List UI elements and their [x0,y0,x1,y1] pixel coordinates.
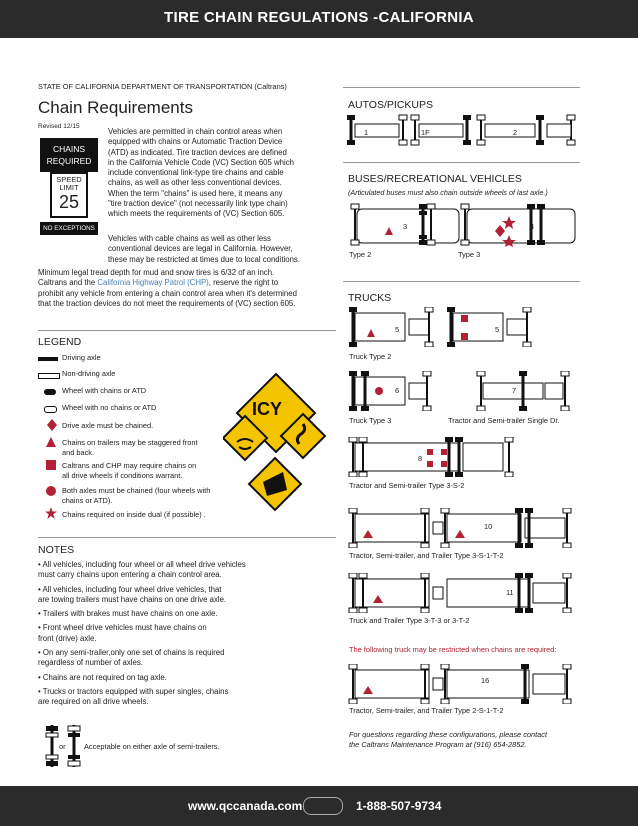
legend-caltrans-chp: Caltrans and CHP may require chains on a… [62,461,197,480]
auto-1f [410,114,471,146]
notes-title: NOTES [38,544,75,556]
truck-number: 7 [512,386,517,395]
circle-icon [46,486,56,496]
legend-wheel-no-chains: Wheel with no chains or ATD [62,403,157,412]
intro-paragraph: Vehicles are permitted in chain control … [108,127,294,219]
truck-trailer-3t3-diagram [348,573,572,613]
wheel-chains-swatch [44,389,56,395]
truck-type-2-diagram [349,307,532,347]
grade-sign-text: 7% [268,488,277,494]
driving-axle-swatch [38,357,58,361]
legend-non-driving-axle: Non-driving axle [62,369,116,378]
semi-trailer-axle-diagram [45,725,81,767]
truck-label: Tractor, Semi-trailer, and Trailer Type … [349,551,504,560]
chp-link[interactable]: California Highway Patrol (CHP) [97,278,209,288]
tractor-3s2-diagram [348,437,514,477]
bus-label: Type 2 [349,250,372,259]
notes-list: • All vehicles, including four wheel or … [38,560,338,708]
tread-depth-paragraph: Minimum legal tread depth for mud and sn… [38,268,297,308]
section-title: Chain Requirements [38,98,193,117]
bus-type-3 [460,203,576,247]
icy-sign-text: ICY [252,399,283,419]
website-link[interactable]: www.qccanada.com [188,799,303,813]
diamond-icon [47,419,57,431]
note-item: • Chains are not required on tag axle. [38,672,167,682]
bus-number: 4 [530,222,535,231]
speed-limit-sign: SPEED LIMIT 25 [50,172,88,218]
truck-label: Tractor and Semi-trailer Type 3-S-2 [349,481,465,490]
buses-diagram [350,203,576,247]
note-item: • All vehicles, including four wheel or … [38,560,246,580]
truck-number: 5 [395,325,400,334]
truck-label: Truck Type 2 [349,352,392,361]
truck-number: 11 [506,588,514,597]
wheel-no-chains-swatch [44,406,57,413]
autos-title: AUTOS/PICKUPS [348,99,433,111]
contact-note: For questions regarding these configurat… [349,730,548,749]
bus-label: Type 3 [458,250,481,259]
auto-1 [347,114,408,146]
acceptable-note: Acceptable on either axle of semi-traile… [84,742,220,751]
agency-line: STATE OF CALIFORNIA DEPARTMENT OF TRANSP… [38,82,287,91]
divider [38,537,336,538]
auto-number: 1 [364,128,369,137]
legend-staggered: Chains on trailers may be staggered fron… [62,438,198,457]
autos-diagram [347,114,576,146]
truck-label: Truck and Trailer Type 3-T-3 or 3-T-2 [349,616,470,625]
note-item: • Trucks or tractors equipped with super… [38,686,229,707]
revised-date: Revised 12/15 [38,123,80,130]
tractor-2s1t2-diagram [348,664,572,704]
note-item: • All vehicles, including four wheel dri… [38,584,227,604]
legend-drive-axle-chained: Drive axle must be chained. [62,421,154,430]
note-item: • Trailers with brakes must have chains … [38,609,218,619]
truck-type-3-diagram [349,371,570,411]
note-item: • Front wheel drive vehicles must have c… [38,623,207,643]
trucks-title: TRUCKS [348,292,392,304]
tractor-3s1t2-diagram [348,508,572,548]
footer-divider-pill [303,797,343,815]
truck-number: 8 [418,454,423,463]
restricted-note: The following truck may be restricted wh… [349,645,557,654]
page-title: TIRE CHAIN REGULATIONS -CALIFORNIA [164,9,474,26]
divider [343,281,580,282]
star-icon [45,507,57,519]
truck-label: Tractor and Semi-trailer Single Dr. [448,416,560,425]
legend-wheel-chains: Wheel with chains or ATD [62,386,147,395]
legend-driving-axle: Driving axle [62,353,101,362]
bus-type-2 [350,203,460,246]
legend-both-axles: Both axles must be chained (four wheels … [62,486,211,505]
truck-number: 16 [481,676,490,685]
auto-2 [476,114,576,146]
truck-label: Tractor, Semi-trailer, and Trailer Type … [349,706,504,715]
header-bar: TIRE CHAIN REGULATIONS -CALIFORNIA [0,0,638,38]
truck-number: 10 [484,522,493,531]
divider [343,87,580,88]
cable-chains-paragraph: Vehicles with cable chains as well as ot… [108,234,300,264]
legend-title: LEGEND [38,336,82,348]
triangle-icon [46,437,56,447]
buses-note: (Articulated buses must also chain outsi… [348,188,548,197]
divider [38,330,336,331]
truck-label: Truck Type 3 [349,416,392,425]
or-label: or [59,742,66,751]
note-item: • On any semi-trailer,only one set of ch… [38,648,225,668]
non-driving-axle-swatch [38,373,60,379]
auto-number: 2 [513,128,518,137]
no-exceptions-sign: NO EXCEPTIONS [40,222,98,235]
truck-number: 5 [495,325,500,334]
phone-number[interactable]: 1-888-507-9734 [356,799,442,813]
footer-bar: www.qccanada.com 1-888-507-9734 [0,786,638,826]
truck-number: 6 [395,386,400,395]
icy-road-signs-icon [223,372,327,512]
bus-number: 3 [403,222,408,231]
auto-number: 1F [421,128,430,137]
square-icon [46,460,56,470]
legend-inside-dual: Chains required on inside dual (if possi… [62,510,206,519]
buses-title: BUSES/RECREATIONAL VEHICLES [348,173,522,185]
divider [343,162,580,163]
